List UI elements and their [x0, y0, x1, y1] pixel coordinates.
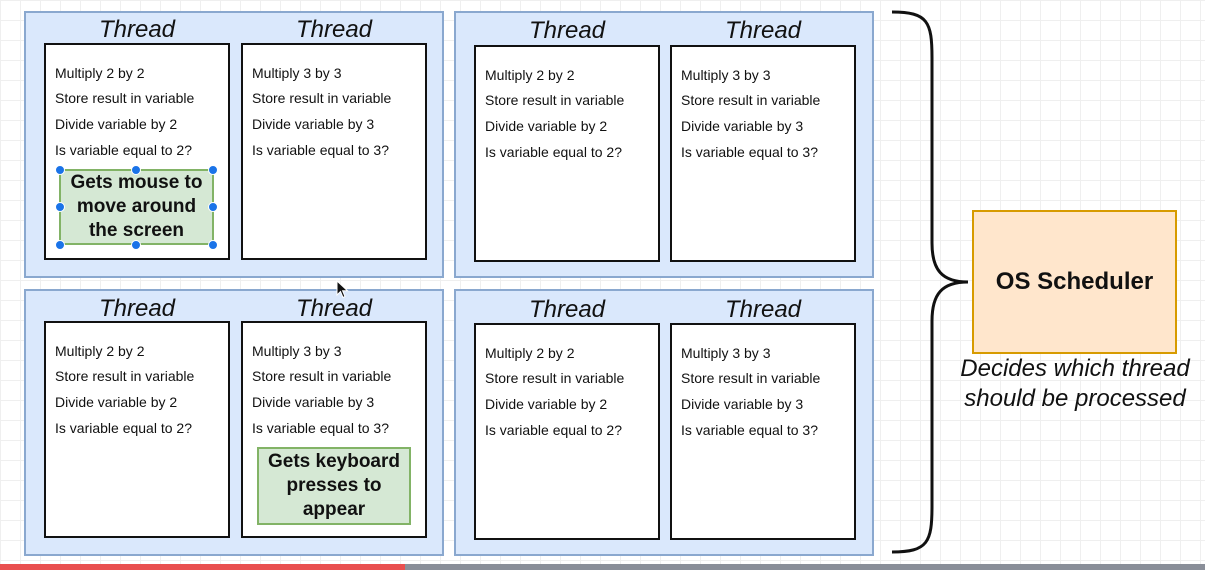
thread-step: Is variable equal to 3?: [252, 420, 389, 436]
thread-step: Is variable equal to 3?: [681, 422, 818, 438]
thread-step: Store result in variable: [485, 370, 625, 386]
thread-step: Store result in variable: [55, 90, 195, 106]
selection-handle[interactable]: [131, 240, 141, 250]
mouse-note[interactable]: Gets mouse to move around the screen: [59, 169, 214, 245]
thread-step: Divide variable by 3: [681, 118, 804, 134]
selection-handle[interactable]: [208, 165, 218, 175]
thread-step: Store result in variable: [485, 92, 625, 108]
thread-step: Divide variable by 3: [252, 116, 375, 132]
thread-title: Thread: [724, 17, 802, 44]
thread-step: Store result in variable: [55, 368, 195, 384]
thread-step: Divide variable by 2: [485, 396, 608, 412]
thread-box: Multiply 2 by 2 Store result in variable…: [474, 45, 660, 262]
video-progress-bar[interactable]: [0, 564, 1205, 570]
selection-handle[interactable]: [55, 240, 65, 250]
selection-handle[interactable]: [208, 202, 218, 212]
curly-brace: [891, 10, 969, 554]
thread-step: Is variable equal to 3?: [252, 142, 389, 158]
thread-step: Store result in variable: [681, 92, 821, 108]
selection-handle[interactable]: [55, 165, 65, 175]
thread-title: Thread: [295, 16, 373, 43]
keyboard-note[interactable]: Gets keyboard presses to appear: [257, 447, 411, 525]
thread-step: Divide variable by 3: [252, 394, 375, 410]
thread-step: Store result in variable: [252, 368, 392, 384]
thread-step: Is variable equal to 3?: [681, 144, 818, 160]
video-progress-fill: [0, 564, 405, 570]
thread-step: Multiply 3 by 3: [681, 67, 771, 83]
thread-step: Divide variable by 2: [55, 394, 178, 410]
thread-box: Multiply 3 by 3 Store result in variable…: [670, 323, 856, 540]
thread-title: Thread: [528, 296, 606, 323]
thread-box: Multiply 2 by 2 Store result in variable…: [44, 321, 230, 538]
thread-title: Thread: [295, 295, 373, 322]
thread-step: Divide variable by 3: [681, 396, 804, 412]
thread-step: Store result in variable: [252, 90, 392, 106]
thread-step: Multiply 2 by 2: [55, 65, 145, 81]
thread-box: Multiply 2 by 2 Store result in variable…: [474, 323, 660, 540]
thread-step: Multiply 2 by 2: [485, 67, 575, 83]
thread-step: Is variable equal to 2?: [485, 422, 622, 438]
thread-step: Multiply 3 by 3: [252, 65, 342, 81]
thread-step: Is variable equal to 2?: [485, 144, 622, 160]
thread-step: Multiply 2 by 2: [485, 345, 575, 361]
thread-title: Thread: [98, 16, 176, 43]
thread-step: Is variable equal to 2?: [55, 142, 192, 158]
selection-handle[interactable]: [55, 202, 65, 212]
thread-box: Multiply 3 by 3 Store result in variable…: [241, 43, 427, 260]
scheduler-caption: Decides which thread should be processed: [960, 355, 1190, 412]
thread-box: Multiply 3 by 3 Store result in variable…: [670, 45, 856, 262]
thread-title: Thread: [98, 295, 176, 322]
thread-step: Multiply 3 by 3: [252, 343, 342, 359]
selection-handle[interactable]: [208, 240, 218, 250]
mouse-cursor-icon: [336, 280, 349, 299]
thread-step: Divide variable by 2: [55, 116, 178, 132]
thread-step: Divide variable by 2: [485, 118, 608, 134]
thread-step: Is variable equal to 2?: [55, 420, 192, 436]
thread-step: Multiply 2 by 2: [55, 343, 145, 359]
os-scheduler-box[interactable]: OS Scheduler: [972, 210, 1177, 354]
thread-title: Thread: [528, 17, 606, 44]
thread-step: Store result in variable: [681, 370, 821, 386]
selection-handle[interactable]: [131, 165, 141, 175]
thread-title: Thread: [724, 296, 802, 323]
thread-step: Multiply 3 by 3: [681, 345, 771, 361]
